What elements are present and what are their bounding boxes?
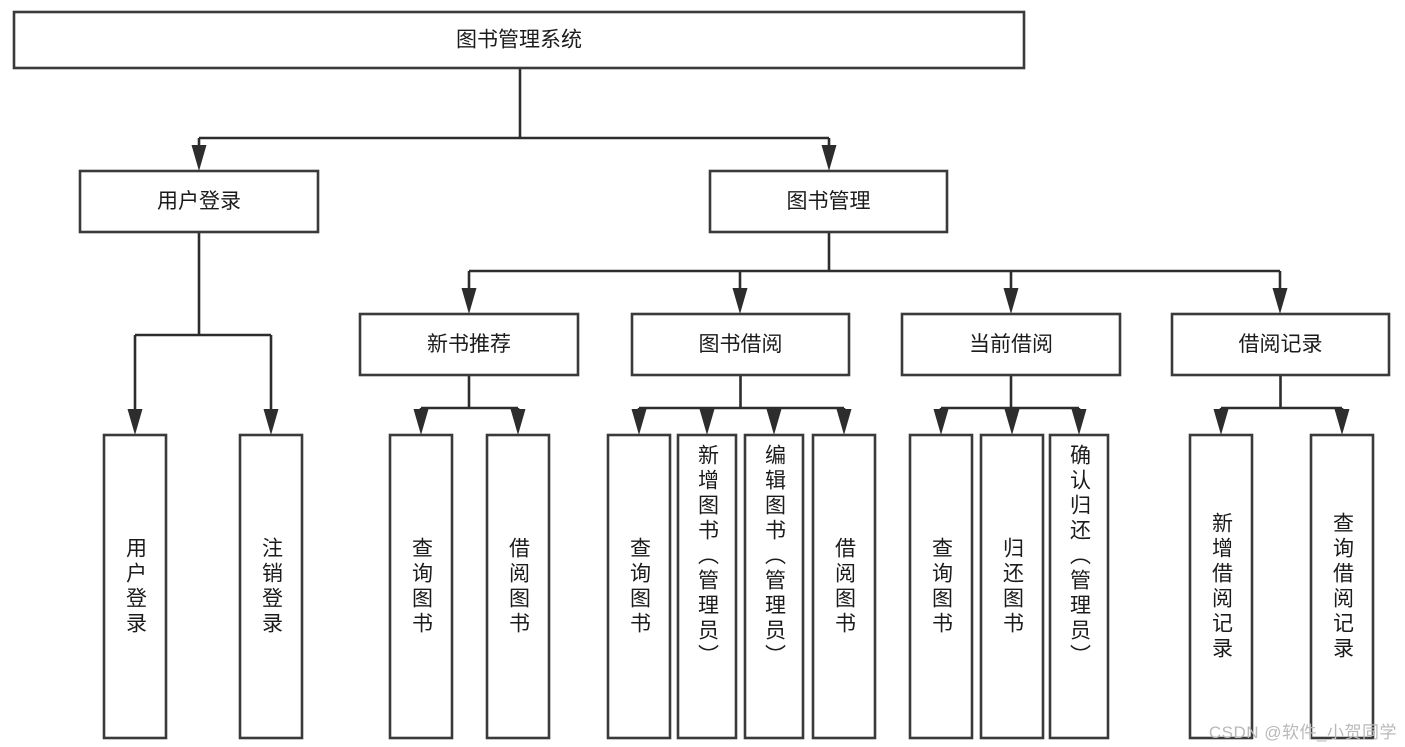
arrow-head-icon [933,409,949,435]
arrow-head-icon [699,409,715,435]
arrow-head-icon [1003,288,1019,314]
node-leaf-query-book-3-box[interactable] [908,433,974,740]
node-leaf-logout-box[interactable] [238,433,304,740]
node-borrow-record-box[interactable] [1170,312,1391,377]
node-leaf-query-borrow-record-box[interactable] [1309,433,1375,740]
node-leaf-borrow-book-2-box[interactable] [811,433,877,740]
arrow-head-icon [631,409,647,435]
node-current-borrow-label: 当前借阅 [969,333,1053,356]
system-title-label: 图书管理系统 [456,29,582,52]
node-leaf-edit-book-admin-box[interactable] [743,433,805,740]
node-leaf-query-book-1-box[interactable] [388,433,454,740]
arrow-head-icon [263,409,279,435]
node-borrow-record-label: 借阅记录 [1239,333,1323,356]
node-new-book-recommend-box[interactable] [358,312,580,377]
arrow-head-icon [1071,409,1087,435]
node-leaf-return-book-box[interactable] [979,433,1045,740]
arrow-head-icon [461,288,477,314]
node-current-borrow-box[interactable] [900,312,1122,377]
node-leaf-confirm-return-admin-box[interactable] [1048,433,1110,740]
arrow-head-icon [1213,409,1229,435]
arrow-head-icon [821,145,837,171]
node-leaf-user-login-box[interactable] [102,433,168,740]
arrow-head-icon [191,145,207,171]
arrow-head-icon [127,409,143,435]
arrow-head-icon [510,409,526,435]
csdn-watermark: CSDN @软件_小贺同学 [1208,723,1397,742]
arrow-head-icon [1004,409,1020,435]
node-user-login-label: 用户登录 [157,190,241,213]
node-book-borrow-label: 图书借阅 [699,333,783,356]
edges-layer [127,68,1350,435]
nodes-layer [12,10,1391,740]
node-leaf-add-book-admin-box[interactable] [676,433,738,740]
node-leaf-query-book-2-box[interactable] [606,433,672,740]
node-user-login-box[interactable] [78,169,320,234]
node-new-book-recommend-label: 新书推荐 [427,333,511,356]
node-book-manage-label: 图书管理 [787,190,871,213]
node-book-manage-box[interactable] [708,169,949,234]
arrow-head-icon [766,409,782,435]
node-leaf-add-borrow-record-box[interactable] [1188,433,1254,740]
node-leaf-borrow-book-1-box[interactable] [485,433,551,740]
system-title-box[interactable] [12,10,1026,70]
node-book-borrow-box[interactable] [630,312,851,377]
arrow-head-icon [836,409,852,435]
arrow-head-icon [1334,409,1350,435]
arrow-head-icon [732,288,748,314]
arrow-head-icon [1272,288,1288,314]
arrow-head-icon [413,409,429,435]
